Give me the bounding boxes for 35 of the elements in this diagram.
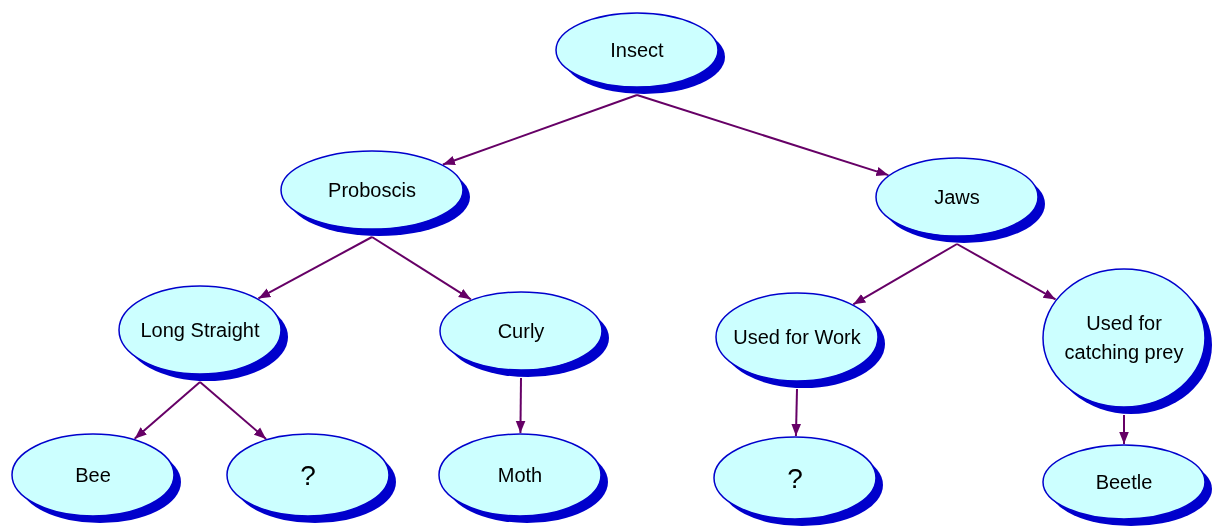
ellipse-node <box>713 436 885 526</box>
ellipse-node <box>1042 268 1214 416</box>
ellipse-node <box>226 433 398 525</box>
arrow <box>371 236 472 301</box>
ellipse-node <box>1042 444 1214 526</box>
arrow <box>442 94 638 166</box>
node-label: Curly <box>496 318 546 344</box>
ellipse-node <box>439 291 611 379</box>
node-label: ? <box>786 463 804 493</box>
arrow <box>1119 414 1129 445</box>
ellipse-node <box>118 285 290 383</box>
node-label: Bee <box>74 462 112 488</box>
node-label: Jaws <box>933 184 981 210</box>
arrow <box>515 377 526 434</box>
arrow <box>133 381 201 440</box>
arrow <box>257 236 373 300</box>
node-label: Long Straight <box>139 317 261 343</box>
node-label: ? <box>299 460 317 490</box>
arrow <box>852 243 958 306</box>
arrow <box>199 381 268 440</box>
node-label: Insect <box>609 37 665 63</box>
node-label: Moth <box>496 462 544 488</box>
ellipse-node <box>11 433 183 525</box>
ellipse-node <box>715 292 887 390</box>
arrow <box>791 388 801 437</box>
node-label: Beetle <box>1094 469 1154 495</box>
arrow <box>636 94 890 177</box>
ellipse-node <box>438 433 610 525</box>
node-label: Used for Work <box>732 324 862 350</box>
arrow <box>956 243 1057 301</box>
ellipse-node <box>280 150 472 238</box>
node-label: Proboscis <box>327 177 417 203</box>
node-label: Used for catching prey <box>1063 311 1185 365</box>
ellipse-node <box>875 157 1047 245</box>
ellipse-node <box>555 12 727 96</box>
